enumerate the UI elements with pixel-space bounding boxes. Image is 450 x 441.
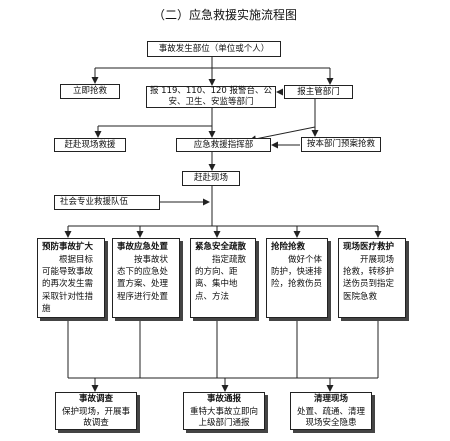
node-rush-scene: 赶赴现场 [182,171,240,186]
action-title: 现场医疗救护 [343,242,395,252]
action-text: 做好个体防护，快速排险，抢救伤员 [271,254,323,290]
action-emergency-handling: 事故应急处置 按事故状态下的应急处置方案、处理程序进行处置 [112,238,180,318]
final-text: 重特大事故立即向上级部门通报 [189,407,258,428]
action-medical: 现场医疗救护 开展现场抢救，转移护送伤员到指定医院急救 [338,238,406,318]
node-social-team: 社会专业救援队伍 [54,195,160,210]
node-report-depts: 报 119、110、120 报警台、公安、卫生、安监等部门 [146,86,276,108]
final-text: 处置、疏通、清理现场安全隐患 [296,407,365,428]
final-title: 事故通报 [206,393,241,404]
action-title: 事故应急处置 [117,242,169,252]
action-title: 紧急安全疏散 [195,242,247,252]
node-report-mgmt: 报主管部门 [284,85,353,99]
final-title: 事故调查 [78,393,113,404]
action-title: 预防事故扩大 [42,242,94,252]
action-text: 按事故状态下的应急处置方案、处理程序进行处置 [117,254,169,302]
page-title: （二）应急救援实施流程图 [152,8,297,22]
action-rescue: 抢险抢救 做好个体防护，快速排险，抢救伤员 [266,238,328,318]
node-command: 应急救援指挥部 [176,138,271,152]
final-cleanup: 清理现场 处置、疏通、清理现场安全隐患 [290,392,372,430]
final-text: 保护现场，开展事故调查 [61,407,130,428]
action-text: 根据目标可能导致事故的再次发生需采取针对性措施 [42,254,94,314]
final-title: 清理现场 [313,393,348,404]
action-evacuation: 紧急安全疏散 指定疏散的方向、距离、集中地点、方法 [190,238,256,318]
final-investigation: 事故调查 保护现场，开展事故调查 [55,392,137,430]
final-notification: 事故通报 重特大事故立即向上级部门通报 [183,392,265,430]
node-rush-rescue: 赶赴现场救援 [54,138,126,152]
action-text: 开展现场抢救，转移护送伤员到指定医院急救 [343,254,395,302]
action-title: 抢险抢救 [271,242,306,252]
action-text: 指定疏散的方向、距离、集中地点、方法 [195,254,247,302]
node-immediate-rescue: 立即抢救 [60,84,120,99]
action-prevent-expansion: 预防事故扩大 根据目标可能导致事故的再次发生需采取针对性措施 [37,238,105,318]
node-accident-unit: 事故发生部位（单位或个人） [147,41,281,57]
node-dept-plan: 按本部门预案抢救 [301,137,381,152]
